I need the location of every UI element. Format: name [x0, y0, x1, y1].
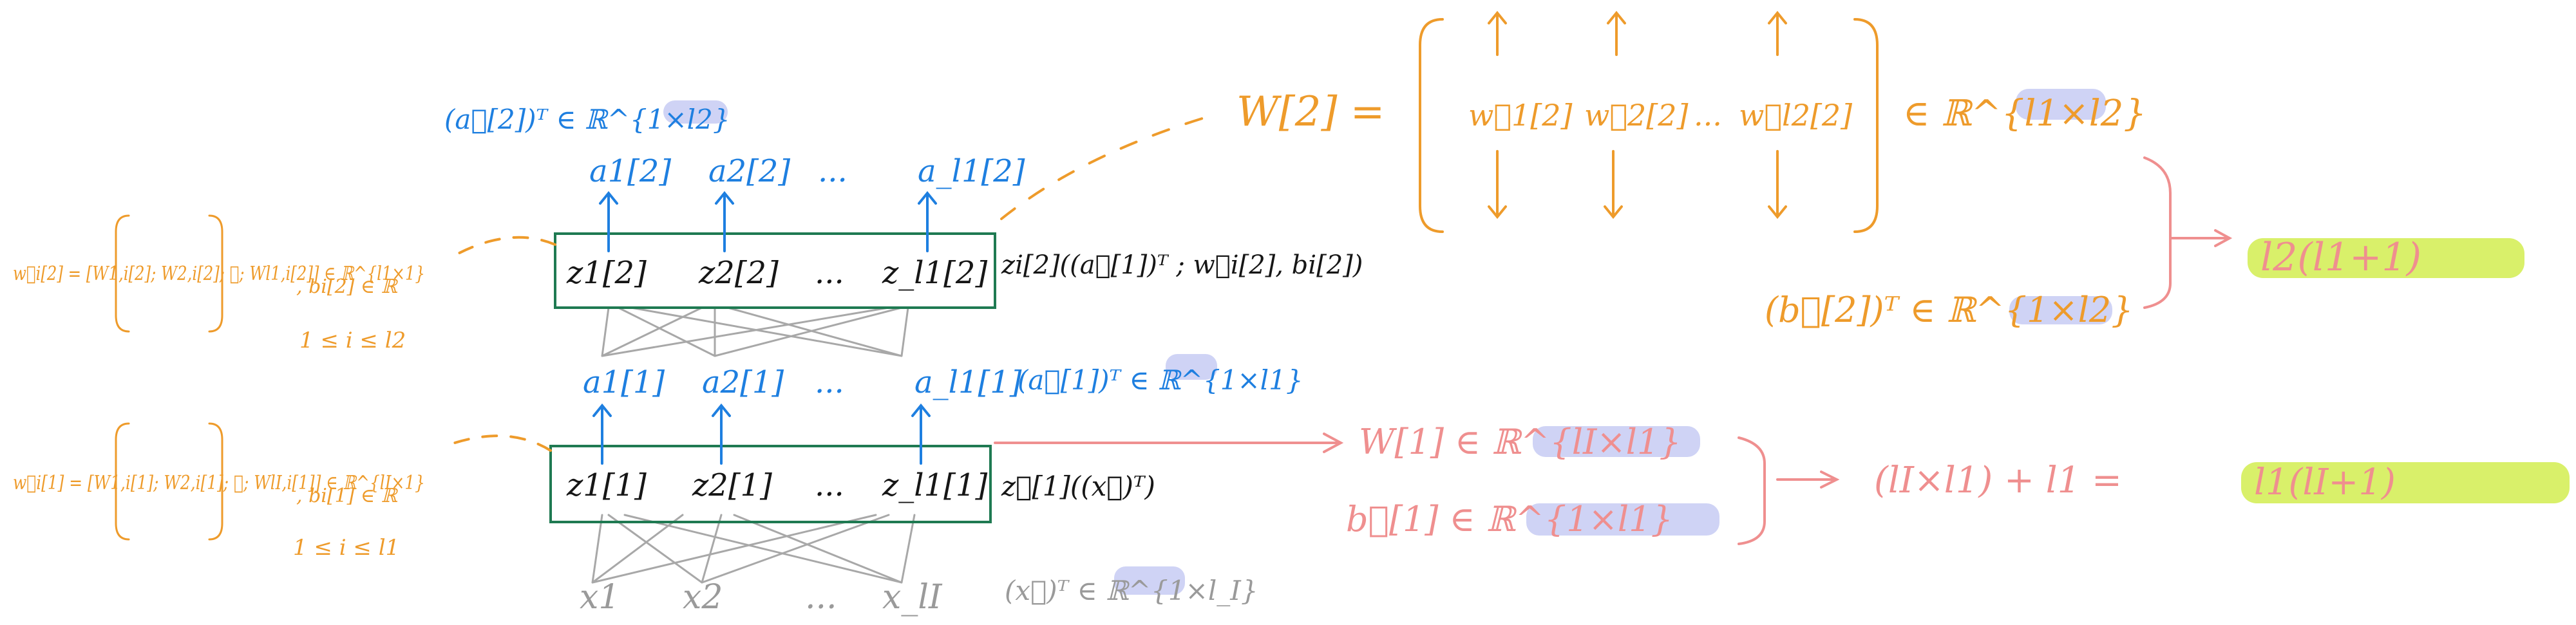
layer1-param-sum: (lI×l1) + l1 =	[1874, 460, 2122, 501]
highlight-l1-param-count	[2241, 462, 2570, 503]
layer2-node-ellipsis: ...	[815, 255, 844, 291]
layer2-bias-vector: (b⃗[2])ᵀ ∈ ℝ^{1×l2}	[1765, 290, 2134, 330]
layer1-nodes: z1[1] z2[1] ... z_l1[1] z⃗[1]((x⃗)ᵀ)	[566, 467, 1155, 503]
matrix-membership: ∈ ℝ^{l1×l2}	[1903, 93, 2146, 135]
layer2-activations: a1[2] a2[2] ... a_l1[2] (a⃗[2])ᵀ ∈ ℝ^{1×…	[444, 104, 1025, 189]
layer1-node-z1: z1[1]	[566, 467, 647, 503]
layer2-matrix-lhs: W[2] =	[1236, 88, 1385, 136]
input-vector-label: (x⃗)ᵀ ∈ ℝ^{1×l_I}	[1005, 575, 1258, 606]
layer2-param-count: l2(l1+1)	[2260, 235, 2421, 280]
highlight-x-space	[1114, 566, 1185, 595]
highlight-b1-space	[1526, 503, 1719, 536]
layer2-activation-vector: (a⃗[2])ᵀ ∈ ℝ^{1×l2}	[444, 104, 730, 135]
layer1-z-function: z⃗[1]((x⃗)ᵀ)	[1001, 471, 1155, 502]
layer1-activation-al1: a_l1[1]	[914, 364, 1022, 400]
layer2-weight-matrix: W[2] = w⃗1[2] w⃗2[2] ... w⃗l2[2] ∈ ℝ^{l1…	[1000, 10, 2146, 233]
highlight-a2-space	[663, 100, 728, 124]
layer1-node-z2: z2[1]	[692, 467, 772, 503]
input-to-layer1-connections	[591, 514, 916, 584]
layer2-weight-vector-definition: w⃗i[2] = [W1,i[2]; W2,i[2]; ⋮; Wl1,i[2]]…	[13, 214, 425, 353]
layer1-activation-a1: a1[1]	[583, 364, 665, 400]
highlight-w1-space	[1533, 426, 1700, 457]
matrix-column-w2: w⃗2[2]	[1584, 98, 1688, 133]
layer1-index-range: 1 ≤ i ≤ l1	[293, 535, 399, 561]
layer2-activation-ellipsis: ...	[818, 153, 848, 189]
layer1-bias: , bi[1] ∈ ℝ	[296, 485, 399, 507]
layer2-activation-arrows	[599, 191, 937, 252]
layer1-param-count: l1(lI+1)	[2254, 462, 2396, 503]
matrix-column-ellipsis: ...	[1694, 98, 1722, 133]
layer2-z-function: zi[2]((a⃗[1])ᵀ ; w⃗i[2], bi[2])	[1001, 250, 1363, 280]
input-node-ellipsis: ...	[805, 578, 837, 617]
input-nodes: x1 x2 ... x_lI (x⃗)ᵀ ∈ ℝ^{1×l_I}	[580, 575, 1258, 617]
layer1-activations: a1[1] a2[1] ... a_l1[1] (a⃗[1])ᵀ ∈ ℝ^{1×…	[583, 364, 1303, 400]
matrix-right-bracket	[1853, 18, 1879, 233]
layer2-node-z1: z1[2]	[566, 255, 647, 291]
layer1-node-zl1: z_l1[1]	[882, 467, 987, 503]
layer2-activation-a2: a2[2]	[708, 153, 790, 189]
matrix-column-arrows	[1488, 10, 1787, 219]
input-node-xlI: x_lI	[882, 578, 943, 617]
matrix-column-wl2: w⃗l2[2]	[1739, 98, 1852, 133]
layer1-w-vector: w⃗i[1] = [W1,i[1]; W2,i[1]; ⋮; WlI,i[1]]…	[13, 472, 425, 494]
layer1-activation-arrows	[592, 403, 931, 465]
layer2-dash-connector	[450, 236, 556, 259]
layer1-bias-vector: b⃗[1] ∈ ℝ^{1×l1}	[1346, 499, 1673, 539]
highlight-l2-param-count	[2248, 238, 2524, 278]
layer2-activation-a1: a1[2]	[589, 153, 671, 189]
input-node-x2: x2	[683, 578, 723, 617]
layer1-weight-vector-definition: w⃗i[1] = [W1,i[1]; W2,i[1]; ⋮; WlI,i[1]]…	[13, 422, 425, 561]
layer2-activation-al1: a_l1[2]	[918, 153, 1025, 189]
layer2-node-z2: z2[2]	[698, 255, 779, 291]
layer2-node-zl1: z_l1[2]	[882, 255, 987, 291]
matrix-column-w1: w⃗1[2]	[1468, 98, 1572, 133]
layer1-dash-connector	[450, 434, 552, 452]
layer1-param-brace-arrow	[1738, 436, 1840, 545]
layer2-bias: , bi[2] ∈ ℝ	[296, 275, 399, 298]
layer1-activation-a2: a2[1]	[702, 364, 784, 400]
layer1-to-w1-arrow	[994, 433, 1344, 453]
layer1-to-layer2-connections	[601, 306, 909, 357]
layer2-nodes: z1[2] z2[2] ... z_l1[2] zi[2]((a⃗[1])ᵀ ;…	[566, 250, 1363, 291]
highlight-b2-space	[2009, 296, 2112, 324]
layer1-weight-matrix: W[1] ∈ ℝ^{lI×l1}	[1359, 422, 1681, 462]
layer1-node-ellipsis: ...	[815, 467, 844, 503]
layer2-param-brace-arrow	[2143, 156, 2233, 309]
layer2-w-vector: w⃗i[2] = [W1,i[2]; W2,i[2]; ⋮; Wl1,i[2]]…	[13, 263, 425, 285]
layer2-box	[554, 232, 996, 309]
layer2-matrix-dash-connector	[1000, 115, 1212, 220]
layer2-index-range: 1 ≤ i ≤ l2	[299, 328, 406, 353]
highlight-a1-space	[1166, 354, 1217, 380]
layer1-activation-ellipsis: ...	[815, 364, 844, 400]
matrix-left-bracket	[1419, 18, 1444, 233]
layer1-activation-vector: (a⃗[1])ᵀ ∈ ℝ^{1×l1}	[1018, 364, 1303, 396]
input-node-x1: x1	[580, 578, 620, 617]
layer1-box	[549, 445, 992, 523]
highlight-w2-space	[2016, 89, 2106, 120]
